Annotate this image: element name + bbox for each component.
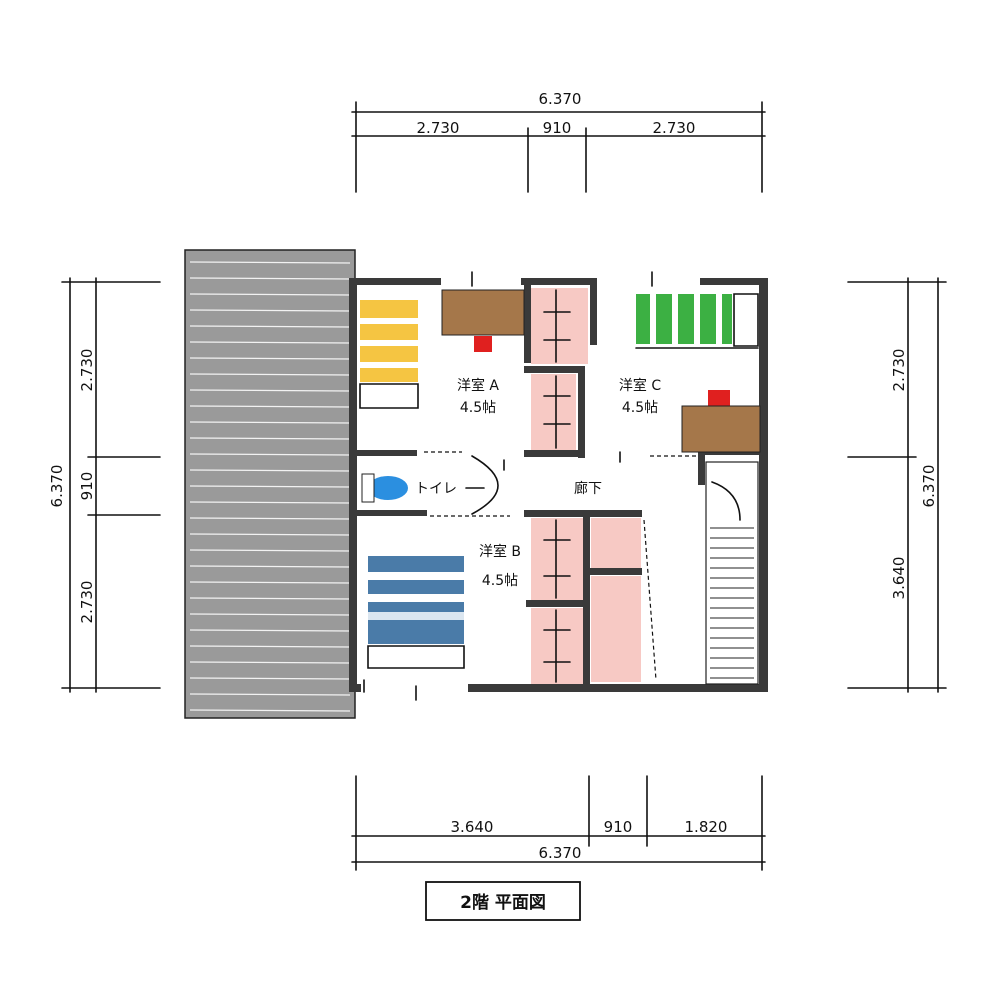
bottom-total-label: 6.370 <box>539 844 582 862</box>
top-segment-1: 2.730 <box>417 119 460 137</box>
balcony-slat <box>189 453 351 456</box>
toilet-label: トイレ <box>415 481 457 497</box>
title-text: 2階 平面図 <box>460 893 546 913</box>
balcony-slat <box>189 677 351 680</box>
balcony-slat <box>189 421 351 424</box>
bottom-segment-2: 910 <box>604 818 633 836</box>
room-c-size: 4.5帖 <box>622 400 658 416</box>
closet-icon <box>531 288 641 684</box>
left-total-label: 6.370 <box>48 465 66 508</box>
room-a-size: 4.5帖 <box>460 400 496 416</box>
left-dimension: 6.370 2.730 910 2.730 <box>48 277 161 693</box>
balcony-slat <box>189 549 351 552</box>
top-segment-3: 2.730 <box>653 119 696 137</box>
left-segment-2: 910 <box>78 472 96 501</box>
room-b-size: 4.5帖 <box>482 573 518 589</box>
balcony-slat <box>189 309 351 312</box>
room-c: 洋室 C 4.5帖 <box>619 293 761 453</box>
balcony-slat <box>189 261 351 264</box>
balcony-slat <box>189 357 351 360</box>
hallway-label: 廊下 <box>574 480 602 497</box>
balcony-slat <box>189 389 351 392</box>
right-segment-1: 2.730 <box>890 349 908 392</box>
balcony-slat <box>189 325 351 328</box>
stairs-icon <box>705 461 759 685</box>
left-segment-1: 2.730 <box>78 349 96 392</box>
balcony <box>184 249 356 719</box>
balcony-slat <box>189 709 351 712</box>
room-a: 洋室 A 4.5帖 <box>359 289 525 416</box>
bottom-segment-3: 1.820 <box>685 818 728 836</box>
balcony-slat <box>189 645 351 648</box>
bed-icon <box>635 293 759 349</box>
bed-icon <box>359 290 419 409</box>
left-segment-3: 2.730 <box>78 581 96 624</box>
balcony-slat <box>189 581 351 584</box>
bed-icon <box>367 556 465 669</box>
balcony-slat <box>189 405 351 408</box>
balcony-slat <box>189 373 351 376</box>
balcony-slat <box>189 597 351 600</box>
top-total-label: 6.370 <box>539 90 582 108</box>
room-a-name: 洋室 A <box>457 377 499 394</box>
desk-icon <box>681 405 761 453</box>
door-swings <box>363 271 698 701</box>
balcony-slat <box>189 485 351 488</box>
balcony-slat <box>189 613 351 616</box>
balcony-slat <box>189 341 351 344</box>
bottom-dimension: 3.640 910 1.820 6.370 <box>351 775 766 871</box>
balcony-slat <box>189 533 351 536</box>
balcony-slat <box>189 565 351 568</box>
balcony-slat <box>189 293 351 296</box>
balcony-slat <box>189 437 351 440</box>
balcony-slat <box>189 517 351 520</box>
desk-icon <box>441 289 525 336</box>
toilet-room: トイレ <box>361 455 499 515</box>
room-b: 洋室 B 4.5帖 <box>367 543 521 669</box>
balcony-slat <box>189 469 351 472</box>
toilet-icon <box>368 476 408 500</box>
right-total-label: 6.370 <box>920 465 938 508</box>
top-segment-2: 910 <box>543 119 572 137</box>
room-b-name: 洋室 B <box>479 543 521 560</box>
balcony-slat <box>189 629 351 632</box>
balcony-slat <box>189 661 351 664</box>
bottom-segment-1: 3.640 <box>451 818 494 836</box>
balcony-slat <box>189 693 351 696</box>
balcony-slat <box>189 501 351 504</box>
right-segment-2: 3.640 <box>890 557 908 600</box>
room-c-name: 洋室 C <box>619 377 661 394</box>
top-dimension: 6.370 2.730 910 2.730 <box>351 90 766 193</box>
chair-icon <box>474 336 492 352</box>
plan-title: 2階 平面図 <box>425 881 581 921</box>
balcony-slat <box>189 277 351 280</box>
chair-icon <box>708 390 730 406</box>
right-dimension: 2.730 3.640 6.370 <box>847 277 947 693</box>
